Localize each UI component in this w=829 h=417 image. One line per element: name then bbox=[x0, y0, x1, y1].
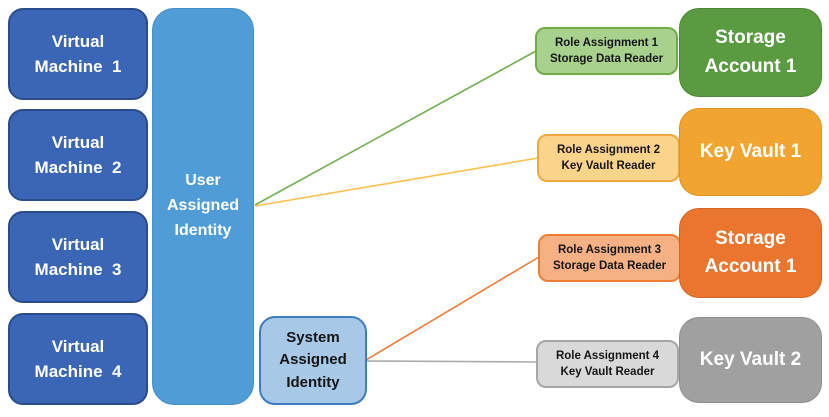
virtual-machine-4-box: Virtual Machine 4 bbox=[8, 313, 148, 405]
role-assignment-2-role: Key Vault Reader bbox=[561, 160, 656, 172]
user-assigned-identity-label: User Assigned Identity bbox=[166, 172, 239, 239]
connector-system-to-role-assignment-3 bbox=[365, 256, 540, 361]
role-assignment-3-title: Role Assignment 3 bbox=[557, 243, 662, 256]
connector-user-to-role-assignment-2 bbox=[254, 157, 539, 207]
virtual-machine-1-box: Virtual Machine 1 bbox=[8, 8, 148, 100]
user-assigned-identity-box: User Assigned Identity bbox=[152, 8, 254, 405]
virtual-machine-4-label: Virtual Machine 4 bbox=[34, 336, 122, 382]
role-assignment-1-role: Storage Data Reader bbox=[549, 53, 664, 65]
role-assignment-3-role: Storage Data Reader bbox=[552, 260, 667, 272]
virtual-machine-3-box: Virtual Machine 3 bbox=[8, 211, 148, 303]
system-assigned-identity-box: System Assigned Identity bbox=[259, 316, 367, 405]
storage-account-1-green-box: Storage Account 1 bbox=[679, 8, 822, 97]
storage-account-1-orange-box: Storage Account 1 bbox=[679, 208, 822, 298]
role-assignment-1-title: Role Assignment 1 bbox=[554, 36, 659, 49]
storage-account-1-orange-label: Storage Account 1 bbox=[704, 227, 797, 278]
virtual-machine-2-box: Virtual Machine 2 bbox=[8, 109, 148, 201]
key-vault-2-label: Key Vault 2 bbox=[699, 348, 802, 370]
key-vault-2-box: Key Vault 2 bbox=[679, 317, 822, 403]
storage-account-1-green-label: Storage Account 1 bbox=[704, 27, 797, 77]
key-vault-1-label: Key Vault 1 bbox=[699, 140, 802, 162]
role-assignment-4-role: Key Vault Reader bbox=[560, 366, 655, 378]
role-assignment-1-box: Role Assignment 1 Storage Data Reader bbox=[535, 27, 678, 75]
role-assignment-2-box: Role Assignment 2 Key Vault Reader bbox=[537, 134, 680, 182]
role-assignment-2-title: Role Assignment 2 bbox=[556, 143, 661, 156]
role-assignment-3-box: Role Assignment 3 Storage Data Reader bbox=[538, 234, 681, 282]
virtual-machine-2-label: Virtual Machine 2 bbox=[34, 132, 122, 178]
role-assignment-4-box: Role Assignment 4 Key Vault Reader bbox=[536, 340, 679, 388]
virtual-machine-1-label: Virtual Machine 1 bbox=[34, 31, 122, 77]
virtual-machine-3-label: Virtual Machine 3 bbox=[34, 234, 122, 280]
connector-system-to-role-assignment-4 bbox=[365, 360, 538, 363]
connector-user-to-role-assignment-1 bbox=[254, 50, 537, 206]
system-assigned-identity-label: System Assigned Identity bbox=[279, 328, 347, 391]
key-vault-1-box: Key Vault 1 bbox=[679, 108, 822, 196]
role-assignment-4-title: Role Assignment 4 bbox=[555, 349, 660, 362]
